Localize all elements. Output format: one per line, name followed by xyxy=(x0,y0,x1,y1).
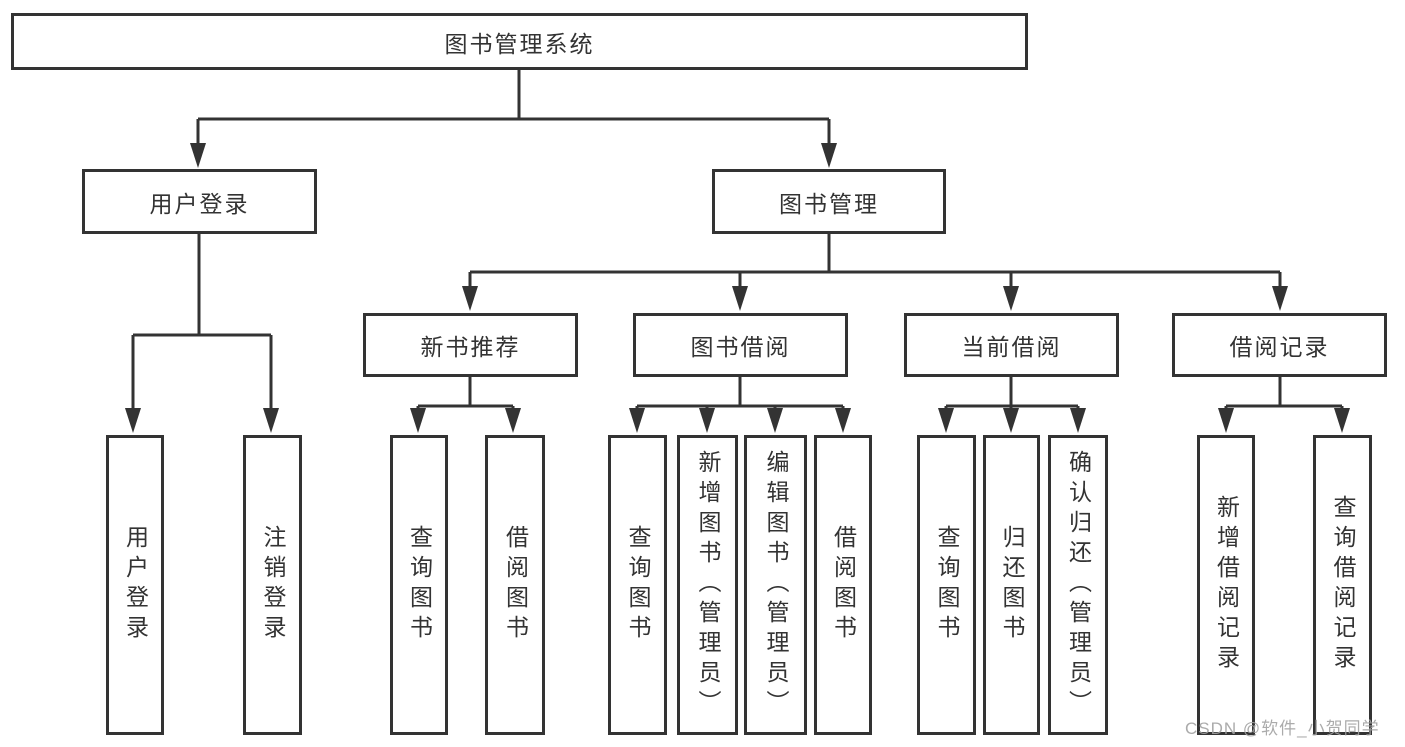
leaf-add-book-admin: 新增图书（管理员） xyxy=(677,435,738,735)
node-book-management-label: 图书管理 xyxy=(779,190,879,217)
arrow-down-icon xyxy=(938,408,954,433)
leaf-edit-book-admin: 编辑图书（管理员） xyxy=(744,435,807,735)
arrow-down-icon xyxy=(1003,408,1019,433)
node-user-login: 用户登录 xyxy=(82,169,317,234)
node-new-book-recommend-label: 新书推荐 xyxy=(420,334,521,360)
leaf-query-borrow-record: 查询借阅记录 xyxy=(1313,435,1372,735)
arrow-down-icon xyxy=(767,408,783,433)
leaf-query-book-current-label: 查询图书 xyxy=(934,525,960,645)
leaf-confirm-return-admin: 确认归还（管理员） xyxy=(1048,435,1108,735)
node-user-login-label: 用户登录 xyxy=(149,190,250,217)
node-root-label: 图书管理系统 xyxy=(444,30,595,57)
leaf-confirm-return-admin-label: 确认归还（管理员） xyxy=(1065,450,1092,720)
connector-borrow-records-branch xyxy=(1224,377,1344,414)
arrow-down-icon xyxy=(821,143,837,168)
arrow-down-icon xyxy=(699,408,715,433)
leaf-logout: 注销登录 xyxy=(243,435,302,735)
arrow-down-icon xyxy=(1218,408,1234,433)
leaf-return-book: 归还图书 xyxy=(983,435,1040,735)
csdn-watermark: CSDN @软件_小贺同学 xyxy=(1185,719,1380,738)
leaf-add-book-admin-label: 新增图书（管理员） xyxy=(695,450,721,720)
connector-book-mgmt-branch xyxy=(468,233,1282,291)
arrow-down-icon xyxy=(1272,286,1288,311)
arrow-down-icon xyxy=(1003,286,1019,311)
leaf-borrow-book: 借阅图书 xyxy=(814,435,872,735)
node-borrow-records: 借阅记录 xyxy=(1172,313,1387,377)
arrow-down-icon xyxy=(190,143,206,168)
leaf-return-book-label: 归还图书 xyxy=(999,525,1025,645)
arrow-down-icon xyxy=(505,408,521,433)
connector-new-book-branch xyxy=(416,377,515,414)
leaf-user-login: 用户登录 xyxy=(106,435,164,735)
leaf-query-borrow-record-label: 查询借阅记录 xyxy=(1330,495,1356,675)
leaf-borrow-book-recommend: 借阅图书 xyxy=(485,435,545,735)
leaf-borrow-book-recommend-label: 借阅图书 xyxy=(502,525,529,645)
leaf-logout-label: 注销登录 xyxy=(260,525,286,645)
arrow-down-icon xyxy=(125,408,141,433)
leaf-query-book-recommend: 查询图书 xyxy=(390,435,448,735)
arrow-down-icon xyxy=(629,408,645,433)
node-book-borrow-label: 图书借阅 xyxy=(690,334,791,360)
arrow-down-icon xyxy=(410,408,426,433)
leaf-query-book-recommend-label: 查询图书 xyxy=(406,525,433,645)
node-current-borrow: 当前借阅 xyxy=(904,313,1119,377)
node-book-management: 图书管理 xyxy=(712,169,946,234)
leaf-borrow-book-label: 借阅图书 xyxy=(830,525,857,645)
arrow-down-icon xyxy=(263,408,279,433)
arrow-down-icon xyxy=(732,286,748,311)
arrow-down-icon xyxy=(835,408,851,433)
connector-root-branch xyxy=(196,69,831,146)
leaf-edit-book-admin-label: 编辑图书（管理员） xyxy=(763,450,789,720)
connector-book-borrow-branch xyxy=(635,377,845,414)
arrow-down-icon xyxy=(1334,408,1350,433)
node-root: 图书管理系统 xyxy=(11,13,1028,70)
leaf-query-book-borrow-label: 查询图书 xyxy=(625,525,651,645)
leaf-query-book-borrow: 查询图书 xyxy=(608,435,667,735)
node-current-borrow-label: 当前借阅 xyxy=(961,334,1062,360)
leaf-add-borrow-record-label: 新增借阅记录 xyxy=(1213,495,1240,675)
connector-user-login-branch xyxy=(131,233,273,411)
leaf-query-book-current: 查询图书 xyxy=(917,435,976,735)
node-borrow-records-label: 借阅记录 xyxy=(1229,334,1330,360)
arrow-down-icon xyxy=(462,286,478,311)
node-book-borrow: 图书借阅 xyxy=(633,313,848,377)
node-new-book-recommend: 新书推荐 xyxy=(363,313,578,377)
arrow-down-icon xyxy=(1070,408,1086,433)
leaf-user-login-label: 用户登录 xyxy=(122,525,149,645)
leaf-add-borrow-record: 新增借阅记录 xyxy=(1197,435,1255,735)
